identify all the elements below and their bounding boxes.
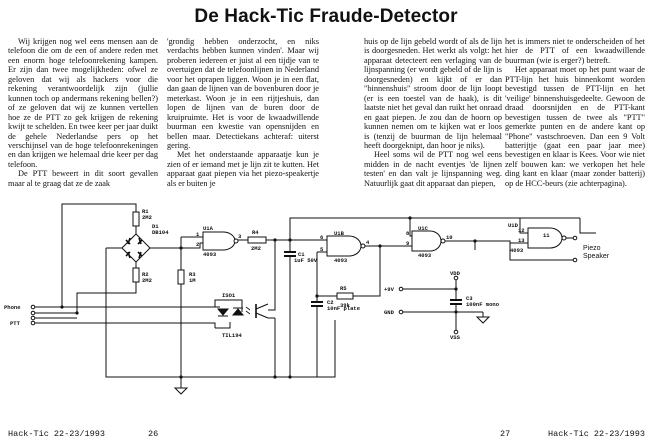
r3-label: R3 <box>189 271 196 278</box>
pin-label: 13 <box>518 237 525 244</box>
piezo-speaker-label: Piezo <box>583 245 601 252</box>
u1b-label: U1B <box>334 230 345 237</box>
d1-label: D1 <box>152 223 159 230</box>
r1-label: R1 <box>142 208 149 215</box>
piezo-speaker-label: Speaker <box>583 253 610 260</box>
text-column-3: huis op de lijn gebeld wordt of als de l… <box>364 37 502 188</box>
c3-label: C3 <box>466 295 473 302</box>
phone-connector-label: Phone <box>4 304 21 311</box>
pin-label: 9 <box>406 240 409 247</box>
nand-gate-u1b <box>326 235 366 257</box>
pin-label: 8 <box>406 230 410 237</box>
pin-label: 10 <box>446 234 453 241</box>
ground-icon <box>173 387 189 395</box>
u1c-label: U1C <box>418 225 429 232</box>
text-column-2: 'grondig hebben onderzocht, en niks verd… <box>167 37 319 188</box>
r5-value: 39k <box>340 302 351 309</box>
wires <box>34 203 596 388</box>
nand-gate-u1a <box>202 231 239 251</box>
pin-label: 3 <box>238 233 242 240</box>
r2-value: 2M2 <box>142 277 152 284</box>
iso1-value: TIL194 <box>222 332 243 339</box>
c2-label: C2 <box>327 299 334 306</box>
footer-page-right: 27 <box>500 429 511 439</box>
capacitor-c3 <box>450 299 462 305</box>
r3-value: 1M <box>189 277 196 284</box>
capacitor-c1 <box>284 251 296 257</box>
resistor-r1 <box>132 211 140 227</box>
text-column-4: het is immers niet te onderscheiden of h… <box>505 37 645 188</box>
u1a-value: 4093 <box>203 251 217 258</box>
c3-value: 100nF mono <box>466 301 500 308</box>
text-column-1: Wij krijgen nog wel eens mensen aan de t… <box>8 37 158 188</box>
footer-publication-right: Hack-Tic 22-23/1993 <box>548 429 645 439</box>
c2-value: 10nF plate <box>327 305 361 312</box>
pin-label: 1 <box>196 231 200 238</box>
c1-value: 1uF 50V <box>294 257 318 264</box>
r2-label: R2 <box>142 271 149 278</box>
r5-label: R5 <box>340 285 347 292</box>
paragraph: Het apparaat moet op het punt waar de PT… <box>505 65 645 188</box>
bridge-rectifier-d1 <box>106 233 151 263</box>
paragraph: huis op de lijn gebeld wordt of als de l… <box>364 37 502 150</box>
gnd-label: GND <box>384 309 395 316</box>
article-title: De Hack-Tic Fraude-Detector <box>194 6 458 27</box>
pin-label: 2 <box>196 241 199 248</box>
resistor-r3 <box>177 269 185 285</box>
u1b-value: 4093 <box>334 257 348 264</box>
r4-label: R4 <box>252 229 259 236</box>
vss-label: VSS <box>450 334 461 341</box>
paragraph: Wij krijgen nog wel eens mensen aan de t… <box>8 37 158 169</box>
r1-value: 2M2 <box>142 214 152 221</box>
footer-page-left: 26 <box>148 429 159 439</box>
paragraph: het is immers niet te onderscheiden of h… <box>505 37 645 65</box>
paragraph: De PTT beweert in dit soort gevallen maa… <box>8 169 158 188</box>
resistor-r2 <box>132 267 140 283</box>
ground-icon <box>475 316 491 324</box>
plus9v-label: +9V <box>384 286 395 293</box>
r4-value: 2M2 <box>251 245 261 252</box>
junctions <box>60 216 477 379</box>
pin-label: 12 <box>518 227 525 234</box>
nand-gate-u1c <box>411 230 446 252</box>
capacitor-c2 <box>311 301 323 307</box>
d1-value: DB104 <box>152 229 169 236</box>
optocoupler-iso1 <box>214 299 276 330</box>
pin-label: 6 <box>320 234 323 241</box>
u1d-value: 4093 <box>510 247 524 254</box>
paragraph: 'grondig hebben onderzocht, en niks verd… <box>167 37 319 150</box>
paragraph: Heel soms wil de PTT nog wel eens midden… <box>364 150 502 188</box>
footer-publication-left: Hack-Tic 22-23/1993 <box>8 429 105 439</box>
terminals <box>30 235 578 335</box>
iso1-label: ISO1 <box>222 292 236 299</box>
nand-gate-u1d <box>527 227 567 249</box>
ptt-connector-label: PTT <box>10 320 21 327</box>
pin-label: 4 <box>366 239 370 246</box>
u1c-value: 4093 <box>418 252 432 259</box>
resistor-r5 <box>336 292 354 300</box>
c1-label: C1 <box>298 251 305 258</box>
pin-label: 5 <box>320 246 324 253</box>
vdd-label: VDD <box>450 270 461 277</box>
u1a-label: U1A <box>203 225 214 232</box>
pin-label: 11 <box>543 232 550 239</box>
paragraph: Met het onderstaande apparaatje kun je z… <box>167 150 319 188</box>
u1d-label: U1D <box>508 222 519 229</box>
resistor-r4 <box>247 236 267 244</box>
